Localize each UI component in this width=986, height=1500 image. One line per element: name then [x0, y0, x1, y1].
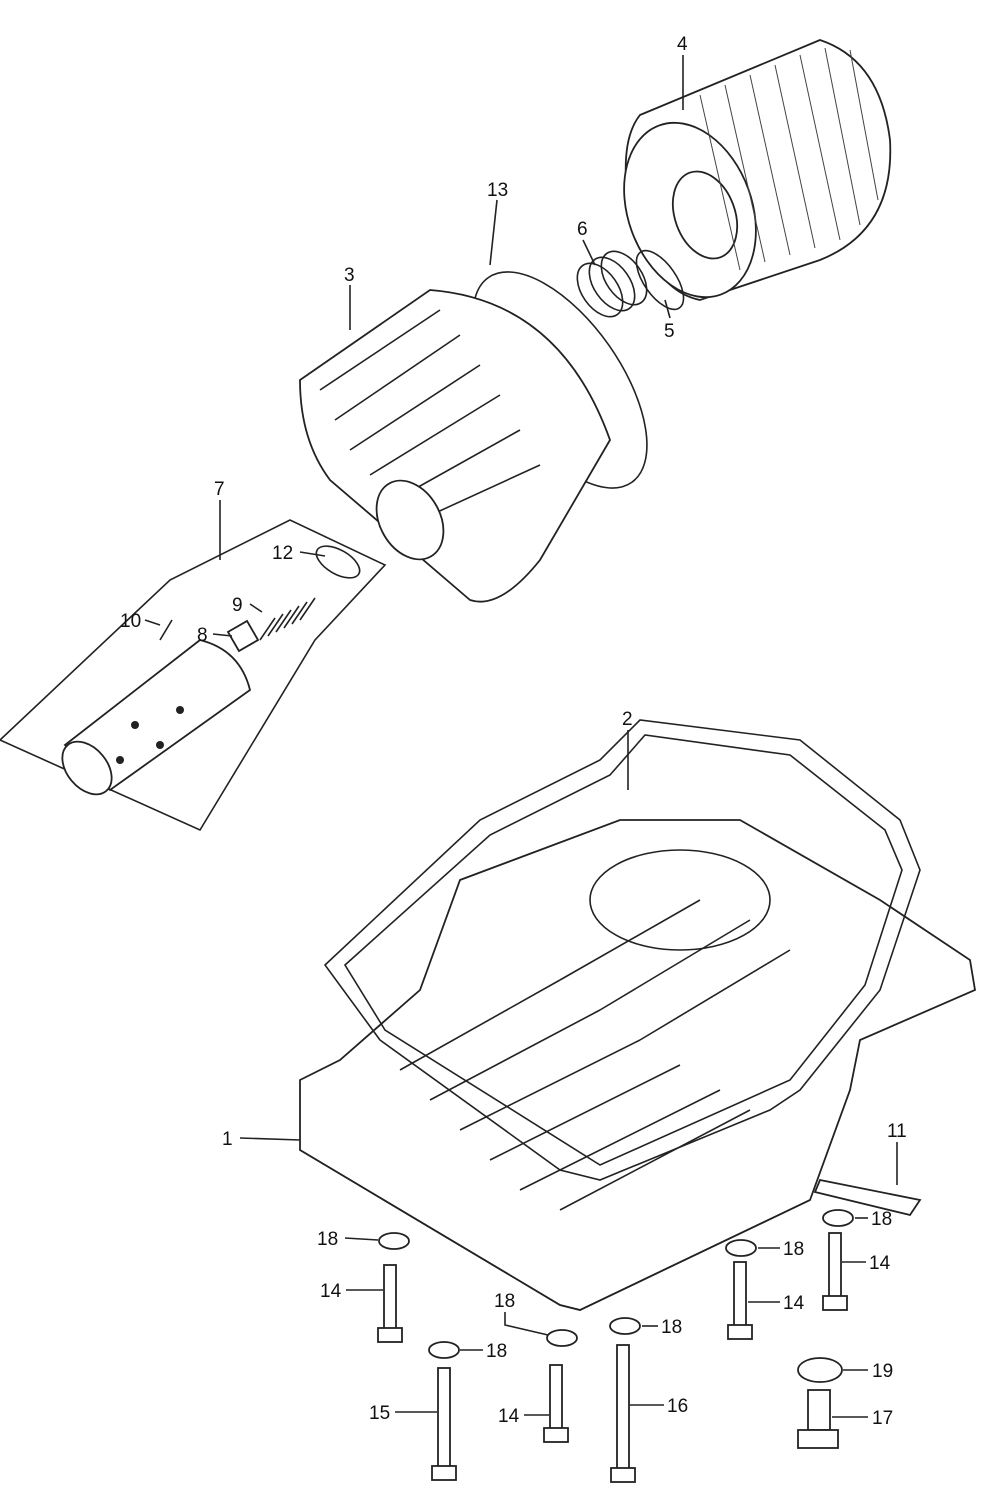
callout-2: 2 — [622, 709, 633, 730]
callout-6: 6 — [577, 219, 588, 240]
callout-18: 18 — [871, 1209, 892, 1230]
spring-6 — [576, 250, 648, 318]
washer-5 — [635, 249, 685, 311]
callout-16: 16 — [667, 1396, 688, 1417]
o-ring-12 — [315, 545, 361, 579]
strainer-11 — [813, 1178, 922, 1217]
callout-10: 10 — [120, 611, 141, 632]
relief-valve-box — [0, 519, 387, 832]
callout-12: 12 — [272, 543, 293, 564]
callout-14: 14 — [320, 1281, 342, 1302]
callout-14: 14 — [869, 1253, 891, 1274]
callout-14: 14 — [498, 1406, 520, 1427]
callout-18: 18 — [661, 1317, 682, 1338]
callout-4: 4 — [677, 34, 688, 55]
callout-11: 11 — [887, 1121, 907, 1142]
oil-pan — [299, 819, 977, 1311]
callout-13: 13 — [487, 180, 508, 201]
relief-valve-body — [61, 639, 252, 796]
callout-3: 3 — [344, 265, 355, 286]
oil-filter-element — [623, 39, 892, 301]
callout-5: 5 — [664, 321, 675, 342]
gasket-2-inner — [343, 734, 903, 1166]
spring-9 — [259, 597, 316, 641]
callout-15: 15 — [369, 1403, 390, 1424]
filter-case — [299, 289, 611, 603]
bolts — [377, 1232, 848, 1483]
callout-14: 14 — [783, 1293, 805, 1314]
callout-9: 9 — [232, 595, 243, 616]
valve-8 — [226, 619, 260, 653]
callout-18: 18 — [494, 1291, 515, 1312]
callout-8: 8 — [197, 625, 208, 646]
callout-labels: 4 13 6 5 3 7 12 9 10 8 2 1 11 18 18 14 1… — [120, 34, 907, 1429]
callout-19: 19 — [872, 1361, 893, 1382]
callout-17: 17 — [872, 1408, 893, 1429]
callout-7: 7 — [214, 479, 225, 500]
washers-18 — [378, 1209, 854, 1383]
callout-1: 1 — [222, 1129, 233, 1150]
gasket-2 — [323, 719, 921, 1181]
callout-18: 18 — [317, 1229, 338, 1250]
callout-18: 18 — [783, 1239, 804, 1260]
callout-18: 18 — [486, 1341, 507, 1362]
leader-lines — [144, 55, 898, 1418]
pin-10 — [159, 619, 173, 641]
